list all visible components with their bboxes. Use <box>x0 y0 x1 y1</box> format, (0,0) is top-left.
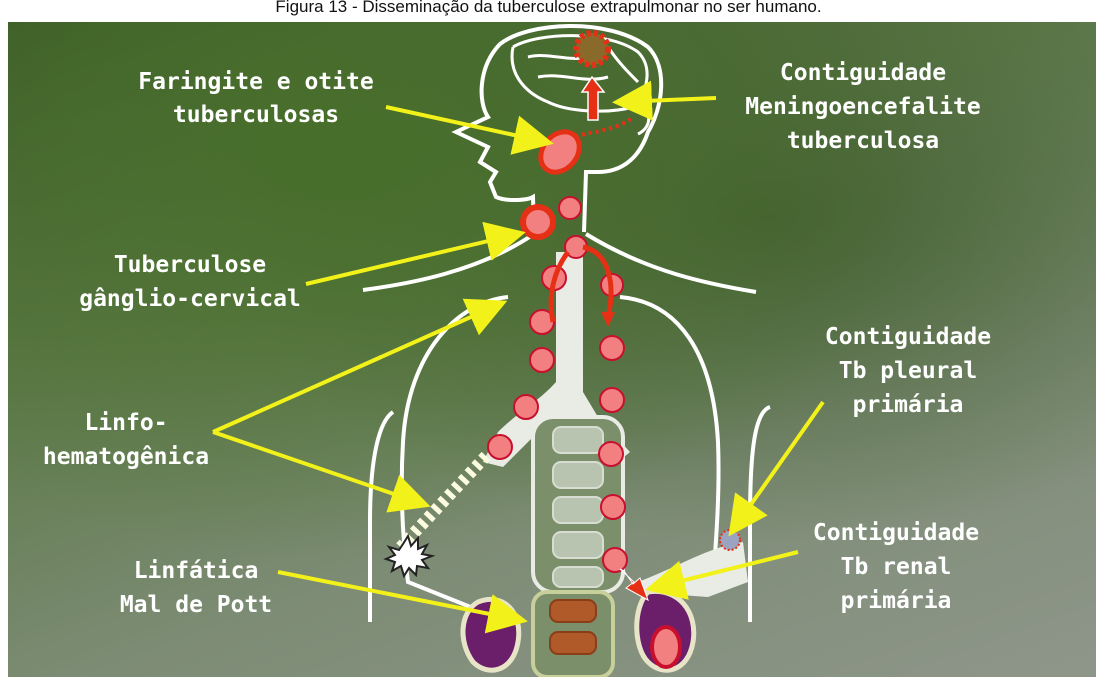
lung-primary-focus <box>386 536 432 576</box>
label-renal-line3: primária <box>841 588 952 614</box>
label-pleural-line2: Tb pleural <box>839 358 977 384</box>
mediastinal-arrowhead <box>601 312 615 327</box>
ear-outline <box>633 104 649 134</box>
label-meningeal-line2: Meningoencefalite <box>745 94 980 120</box>
label-pleural-line3: primária <box>853 392 964 418</box>
diagram-panel: Faringite e otite tuberculosas Contiguid… <box>8 22 1096 677</box>
label-cervical-line2: gânglio-cervical <box>79 286 301 312</box>
label-meningeal-line1: Contiguidade <box>780 60 946 86</box>
dissemination-diagram: Faringite e otite tuberculosas Contiguid… <box>8 22 1096 677</box>
label-pott-line2: Mal de Pott <box>120 592 272 618</box>
label-pharyngitis-line2: tuberculosas <box>173 102 339 128</box>
label-lymphohematogenous-line1: Linfo- <box>84 410 167 436</box>
label-pott-line1: Linfática <box>134 558 259 584</box>
pharyngeal-lesion <box>533 124 587 180</box>
meningeal-lesion <box>576 33 608 65</box>
meningeal-arrow <box>582 77 604 120</box>
ear-dotted-path <box>568 117 633 137</box>
label-renal-line2: Tb renal <box>841 554 952 580</box>
cervical-lesion <box>523 207 553 237</box>
label-lymphohematogenous-line2: hematogênica <box>43 444 209 470</box>
figure-caption: Figura 13 - Disseminação da tuberculose … <box>0 0 1097 22</box>
right-arm-outline <box>750 407 770 622</box>
pleural-focus <box>720 530 740 550</box>
kidney-lesion <box>652 627 680 667</box>
label-meningeal-line3: tuberculosa <box>787 128 939 154</box>
label-renal-line1: Contiguidade <box>813 520 979 546</box>
label-cervical-line1: Tuberculose <box>114 252 266 278</box>
label-pleural-line1: Contiguidade <box>825 324 991 350</box>
label-pharyngitis-line1: Faringite e otite <box>138 69 373 95</box>
